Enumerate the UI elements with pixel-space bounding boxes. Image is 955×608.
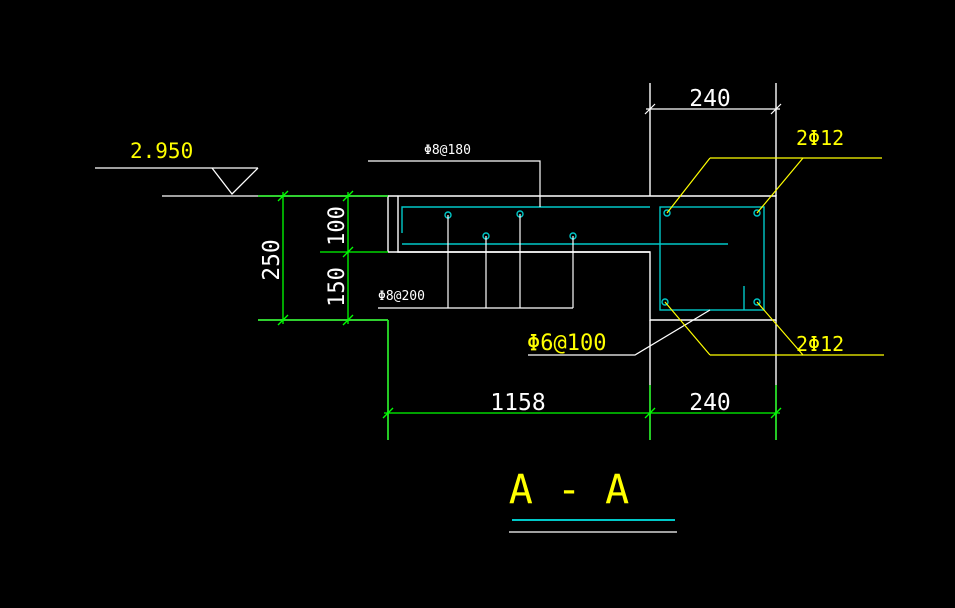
dim-150: 150 (325, 267, 350, 307)
dimension-lines (258, 190, 782, 440)
slab-rebar (401, 206, 728, 245)
white-leaders (368, 160, 711, 356)
rebar-top-label: Φ8@180 (424, 143, 471, 158)
dimension-line-top (644, 103, 782, 115)
rebar-hanging-label: Φ8@200 (378, 289, 425, 304)
beam-bottom-bars-label: 2Φ12 (796, 332, 844, 356)
dim-1158: 1158 (490, 390, 545, 416)
dim-240-top: 240 (689, 86, 731, 112)
section-title: A - A (509, 467, 677, 533)
dim-100: 100 (325, 206, 350, 246)
beam-stirrup (659, 206, 765, 311)
dim-250: 250 (259, 239, 285, 281)
beam-top-bars-label: 2Φ12 (796, 126, 844, 150)
dim-240-bottom: 240 (689, 390, 731, 416)
stirrup-label: Φ6@100 (527, 331, 606, 356)
section-title-text: A - A (509, 467, 629, 513)
concrete-outline (258, 83, 777, 440)
elevation-label: 2.950 (130, 139, 193, 163)
beam-bar-leaders (664, 157, 884, 356)
elevation-marker: 2.950 (95, 139, 259, 197)
